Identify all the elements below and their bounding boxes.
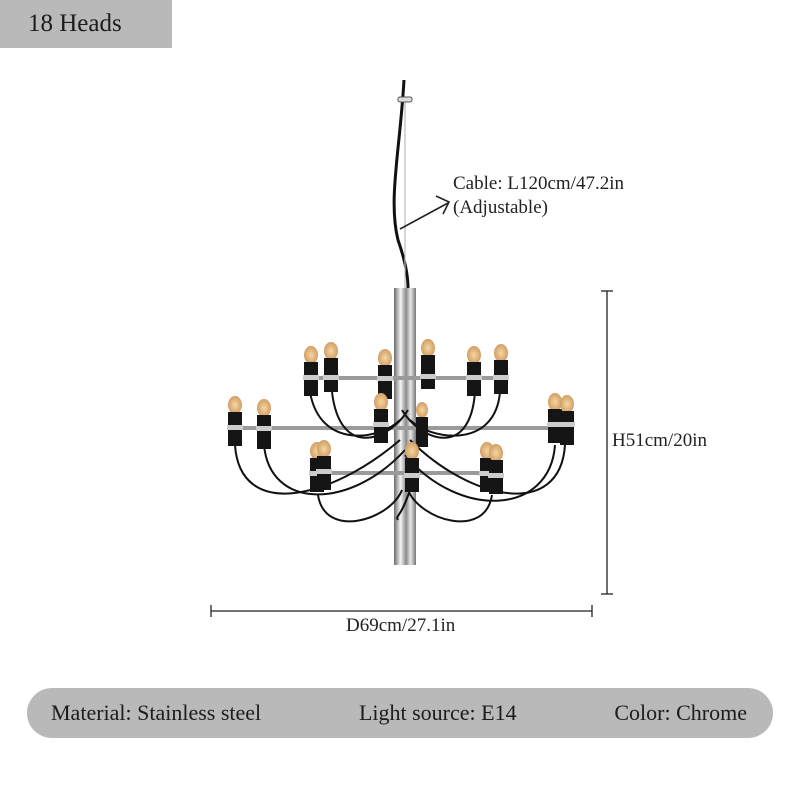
cable-adjustable-text: (Adjustable) <box>453 197 548 218</box>
chandelier-illustration <box>210 79 613 617</box>
diameter-dimension-label: D69cm/27.1in <box>346 615 456 636</box>
heads-count-label: 18 Heads <box>28 10 122 37</box>
height-dimension-label: H51cm/20in <box>612 430 707 451</box>
spec-color: Color: Chrome <box>614 700 747 725</box>
spec-bar: Material: Stainless steel Light source: … <box>27 688 773 738</box>
heads-count-badge: 18 Heads <box>0 0 172 48</box>
cable-length-label: Cable: L120cm/47.2in (Adjustable) <box>453 172 624 220</box>
spec-light-source: Light source: E14 <box>358 700 517 725</box>
cable-length-text: Cable: L120cm/47.2in <box>453 173 624 194</box>
spec-material: Material: Stainless steel <box>51 700 262 725</box>
